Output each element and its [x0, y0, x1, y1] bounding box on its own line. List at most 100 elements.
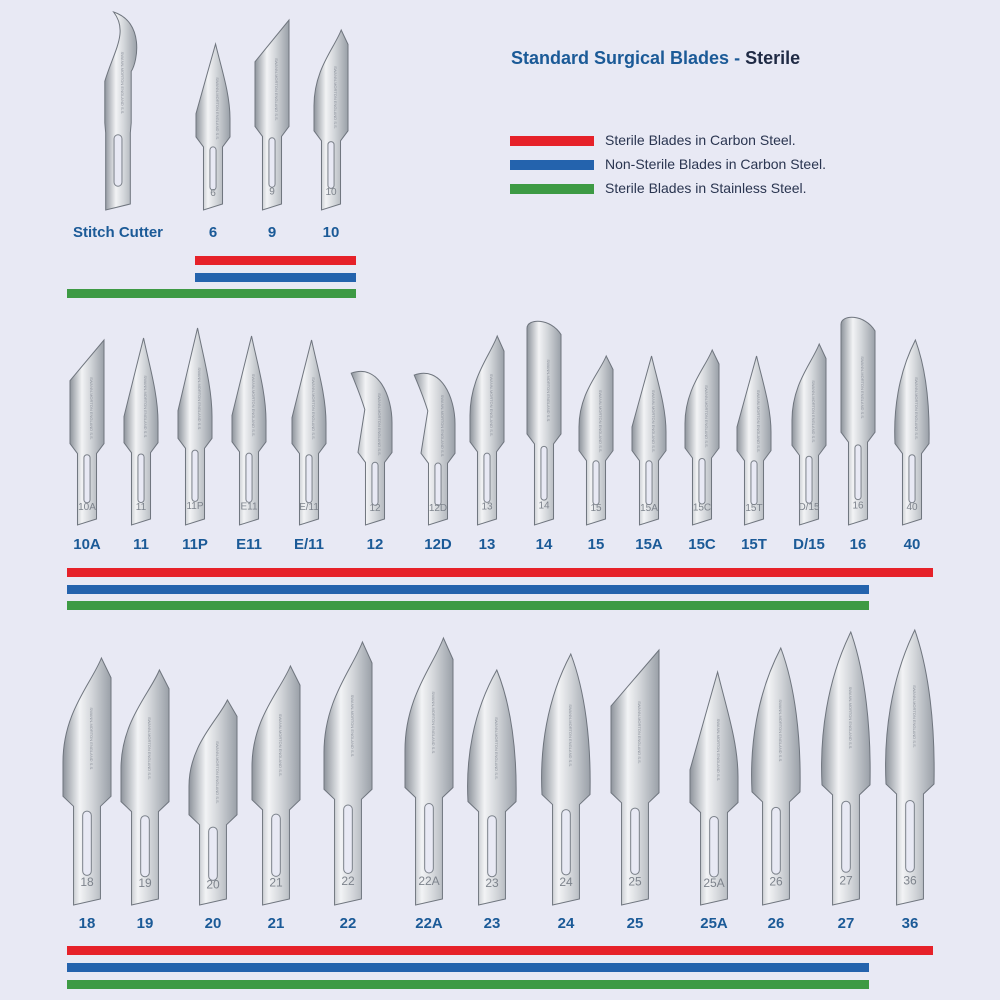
blade-label-24: 24: [557, 915, 575, 932]
blade-stamp: 14: [538, 501, 550, 512]
blade-slot: [83, 454, 91, 504]
blade-9: SWANN-MORTON ENGLAND S.S.9: [254, 18, 290, 211]
blade-label-10: 10: [322, 224, 340, 241]
blade-12: SWANN-MORTON ENGLAND S.S.12: [350, 370, 393, 526]
blade-label-40: 40: [903, 536, 921, 553]
blade-25: SWANN-MORTON ENGLAND S.S.25: [610, 648, 660, 906]
blade-stamp: 15A: [640, 503, 658, 514]
blade-stamp: 26: [769, 875, 783, 889]
blade-slot: [750, 460, 758, 506]
blade-label-21: 21: [267, 915, 285, 932]
blade-stamp: 15C: [693, 503, 711, 514]
blade-stamp: E/11: [299, 502, 319, 513]
title-separator: -: [729, 48, 746, 68]
blade-label-36: 36: [901, 915, 919, 932]
blade-slot: [805, 455, 813, 504]
blade-engraving: SWANN-MORTON ENGLAND S.S.: [311, 377, 316, 440]
blade-engraving: SWANN-MORTON ENGLAND S.S.: [215, 741, 220, 804]
availability-bar-blue: [67, 585, 869, 594]
blade-stamp: 18: [80, 875, 94, 889]
blade-d-15: SWANN-MORTON ENGLAND S.S.D/15: [791, 342, 827, 526]
blade-label-27: 27: [837, 915, 855, 932]
blade-stamp: 36: [903, 874, 917, 888]
blade-e11: SWANN-MORTON ENGLAND S.S.E11: [231, 335, 267, 526]
blade-body: [323, 640, 373, 906]
blade-slot: [140, 815, 150, 878]
blade-label-22: 22: [339, 915, 357, 932]
blade-stamp: 12D: [429, 503, 447, 514]
blade-slot: [645, 460, 653, 506]
blade-body: [350, 370, 393, 526]
blade-engraving: SWANN-MORTON ENGLAND S.S.: [848, 687, 853, 750]
blade-engraving: SWANN-MORTON ENGLAND S.S.: [704, 385, 709, 448]
blade-body: [751, 646, 801, 906]
blade-engraving: SWANN-MORTON ENGLAND S.S.: [278, 714, 283, 777]
blade-body: [689, 670, 739, 906]
blade-26: SWANN-MORTON ENGLAND S.S.26: [751, 646, 801, 906]
blade-27: SWANN-MORTON ENGLAND S.S.27: [821, 630, 871, 906]
blade-engraving: SWANN-MORTON ENGLAND S.S.: [494, 717, 499, 780]
blade-engraving: SWANN-MORTON ENGLAND S.S.: [350, 695, 355, 758]
blade-stamp: 15: [590, 503, 602, 514]
blade-engraving: SWANN-MORTON ENGLAND S.S.: [215, 77, 220, 140]
title-main: Standard Surgical Blades: [511, 48, 730, 68]
blade-label-12d: 12D: [424, 536, 452, 553]
blade-stamp: E11: [240, 502, 257, 513]
blade-stamp: 22A: [418, 874, 439, 888]
availability-bar-green: [67, 980, 869, 989]
blade-label-15: 15: [587, 536, 605, 553]
blade-slot: [343, 804, 353, 874]
blade-label-14: 14: [535, 536, 553, 553]
blade-slot: [483, 452, 491, 503]
blade-engraving: SWANN-MORTON ENGLAND S.S.: [811, 380, 816, 443]
blade-label-25a: 25A: [700, 915, 728, 932]
blade-label-e-11: E/11: [293, 536, 325, 553]
availability-bar-green: [67, 289, 356, 298]
blade-slot: [208, 826, 218, 881]
blade-stamp: 9: [269, 187, 275, 198]
blade-label-23: 23: [483, 915, 501, 932]
blade-slot: [698, 458, 706, 505]
blade-label-stitch-cutter: Stitch Cutter: [73, 224, 163, 241]
blade-body: [526, 320, 562, 526]
blade-body: [177, 327, 213, 526]
blade-body: [736, 355, 772, 526]
blade-engraving: SWANN-MORTON ENGLAND S.S.: [197, 367, 202, 430]
blade-22: SWANN-MORTON ENGLAND S.S.22: [323, 640, 373, 906]
blade-body: [120, 668, 170, 906]
blade-engraving: SWANN-MORTON ENGLAND S.S.: [860, 356, 865, 419]
blade-slot: [113, 134, 123, 187]
blade-stamp: 19: [138, 876, 152, 890]
blade-slot: [854, 444, 862, 501]
blade-slot: [371, 461, 379, 506]
blade-stamp: 24: [559, 875, 573, 889]
blade-body: [467, 668, 517, 906]
blade-engraving: SWANN-MORTON ENGLAND S.S.: [651, 390, 656, 453]
page-title: Standard Surgical Blades - Sterile: [511, 48, 800, 69]
blade-slot: [327, 141, 335, 189]
blade-label-15c: 15C: [688, 536, 716, 553]
availability-bar-red: [67, 946, 933, 955]
blade-label-13: 13: [478, 536, 496, 553]
blade-stamp: 25A: [703, 876, 724, 890]
legend-swatch-blue: [510, 160, 594, 170]
blade-21: SWANN-MORTON ENGLAND S.S.21: [251, 664, 301, 906]
legend-swatch-green: [510, 184, 594, 194]
blade-15c: SWANN-MORTON ENGLAND S.S. 15C: [684, 348, 720, 526]
blade-engraving: SWANN-MORTON ENGLAND S.S.: [333, 66, 338, 129]
blade-18: SWANN-MORTON ENGLAND S.S.18: [62, 656, 112, 906]
blade-engraving: SWANN-MORTON ENGLAND S.S.: [756, 390, 761, 453]
blade-stamp: 10A: [78, 502, 96, 513]
blade-slot: [137, 453, 145, 504]
blade-engraving: SWANN-MORTON ENGLAND S.S.: [568, 704, 573, 767]
blade-stamp: 16: [852, 500, 864, 511]
blade-10: SWANN-MORTON ENGLAND S.S.10: [313, 28, 349, 211]
availability-bar-blue: [67, 963, 869, 972]
blade-stamp: 13: [481, 502, 493, 513]
blade-40: SWANN-MORTON ENGLAND S.S.40: [894, 338, 930, 526]
blade-engraving: SWANN-MORTON ENGLAND S.S.: [143, 375, 148, 438]
blade-body: [791, 342, 827, 526]
blade-label-20: 20: [204, 915, 222, 932]
blade-stamp: 20: [206, 878, 220, 892]
blade-body: [123, 337, 159, 526]
